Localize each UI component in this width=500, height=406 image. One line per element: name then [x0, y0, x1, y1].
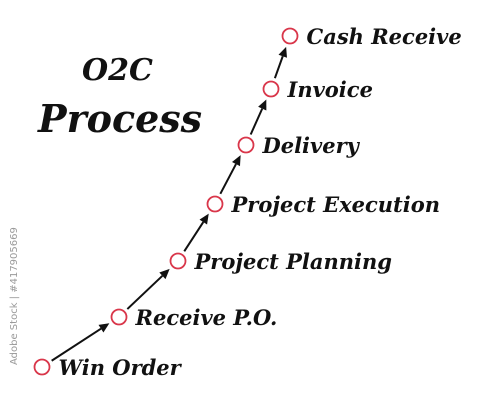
- arrow-icon: [183, 213, 209, 252]
- circle-icon: [33, 358, 51, 376]
- circle-icon: [206, 195, 224, 213]
- circle-icon: [110, 308, 128, 326]
- circle-icon: [237, 136, 255, 154]
- arrow-icon: [219, 155, 241, 195]
- arrow-connectors: [51, 46, 287, 362]
- watermark-text: Adobe Stock | #417905669: [9, 227, 20, 365]
- arrow-icon: [273, 46, 287, 79]
- step-label: Project Execution: [231, 192, 441, 217]
- circle-icon: [169, 252, 187, 270]
- arrow-icon: [51, 323, 110, 362]
- step-label: Cash Receive: [307, 24, 462, 49]
- process-step: Cash Receive: [281, 24, 462, 49]
- diagram-title: O2C Process: [37, 53, 202, 141]
- arrow-icon: [249, 99, 267, 135]
- process-step: Win Order: [33, 355, 183, 380]
- process-step: Project Planning: [169, 249, 392, 274]
- circle-icon: [262, 80, 280, 98]
- title-line-1: O2C: [82, 53, 153, 88]
- step-label: Receive P.O.: [135, 305, 278, 330]
- process-step: Project Execution: [206, 192, 441, 217]
- process-steps: Win Order Receive P.O. Project Planning Pro…: [33, 24, 462, 380]
- arrow-icon: [126, 268, 170, 310]
- step-label: Invoice: [287, 77, 373, 102]
- process-step: Delivery: [237, 133, 361, 158]
- step-label: Project Planning: [194, 249, 392, 274]
- process-step: Invoice: [262, 77, 373, 102]
- process-step: Receive P.O.: [110, 305, 278, 330]
- step-label: Win Order: [59, 355, 183, 380]
- step-label: Delivery: [262, 133, 361, 158]
- title-line-2: Process: [37, 96, 202, 141]
- circle-icon: [281, 27, 299, 45]
